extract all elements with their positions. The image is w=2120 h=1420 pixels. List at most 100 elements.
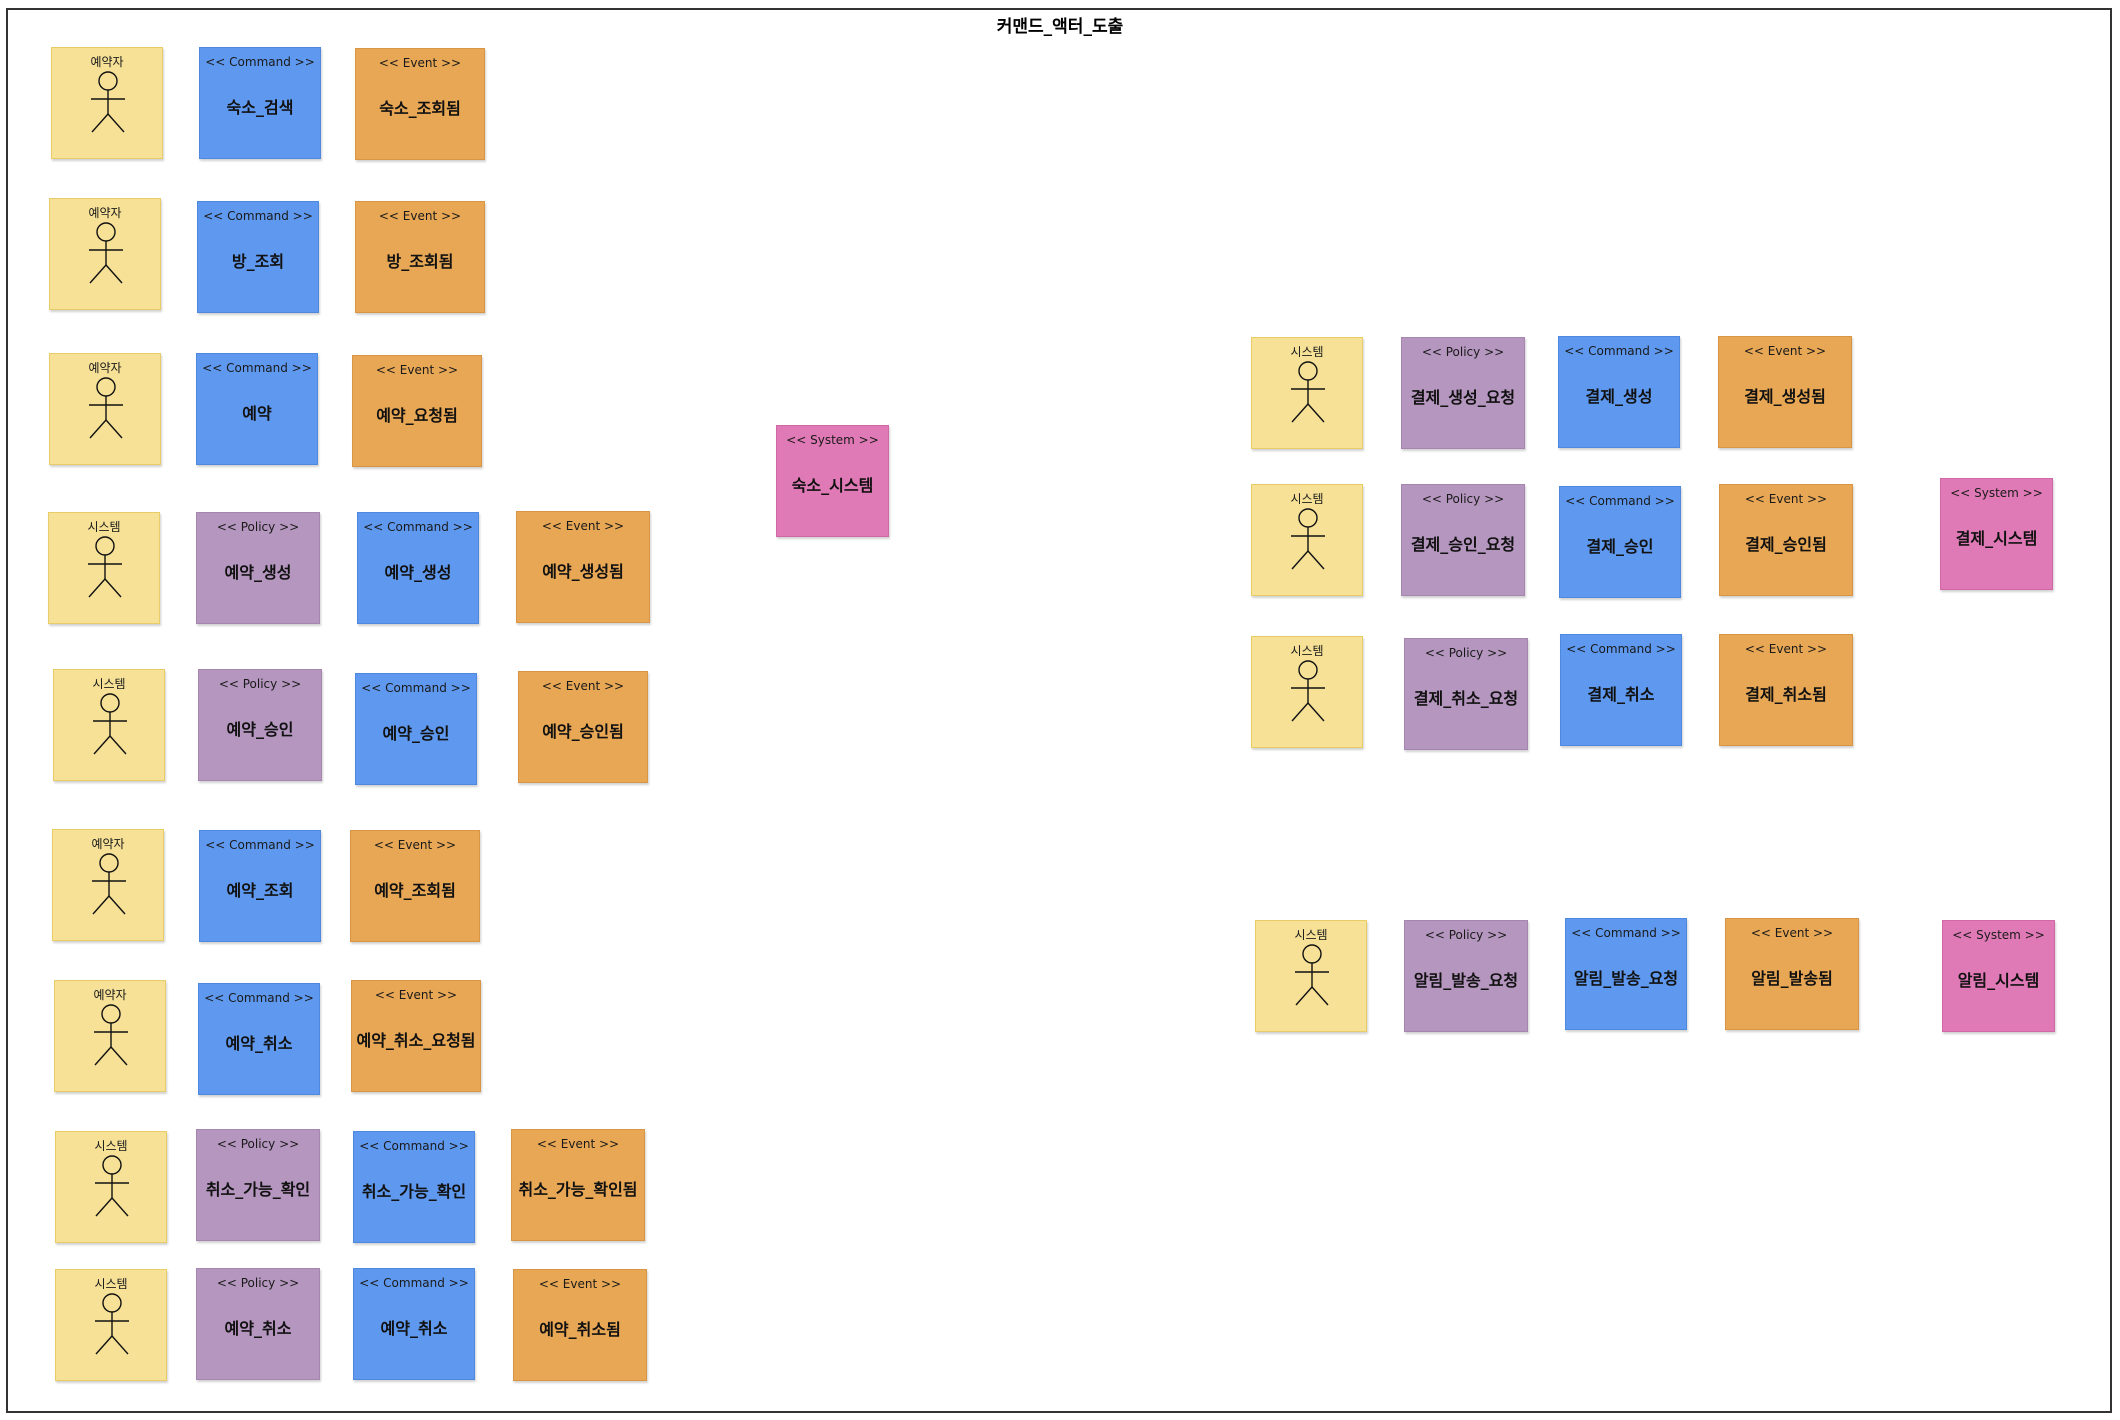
actor-sticky[interactable]: 시스템 [1251,484,1363,596]
actor-stick-figure-icon [1291,361,1325,423]
actor-sticky[interactable]: 시스템 [1255,920,1367,1032]
event-sticky[interactable]: << Event >>예약_생성됨 [516,511,650,623]
sticky-stereotype: << Policy >> [1424,646,1508,660]
event-sticky[interactable]: << Event >> 예약_취소_요청됨 [351,980,481,1092]
command-sticky[interactable]: << Command >>예약_조회 [199,830,321,942]
actor-sticky[interactable]: 시스템 [55,1269,167,1381]
policy-sticky[interactable]: << Policy >> 예약_취소 [196,1268,320,1380]
sticky-name: 방_조회됨 [386,252,454,271]
actor-sticky[interactable]: 예약자 [49,353,161,465]
sticky-stereotype: << Event >> [375,363,459,377]
actor-sticky[interactable]: 시스템 [1251,337,1363,449]
sticky-stereotype: << Policy >> [216,1276,300,1290]
actor-role-label: 시스템 [94,1277,128,1291]
sticky-name: 결제_승인 [1586,537,1654,556]
command-sticky[interactable]: << Command >>알림_발송_요청 [1565,918,1687,1030]
event-sticky[interactable]: << Event >>예약_조회됨 [350,830,480,942]
sticky-stereotype: << Command >> [1571,926,1681,940]
event-sticky[interactable]: << Event >>예약_요청됨 [352,355,482,467]
sticky-stereotype: << Command >> [1564,344,1674,358]
sticky-stereotype: << System >> [786,433,879,447]
policy-sticky[interactable]: << Policy >>결제_취소_요청 [1404,638,1528,750]
actor-role-label: 시스템 [1294,928,1328,942]
event-sticky[interactable]: << Event >>결제_승인됨 [1719,484,1853,596]
actor-sticky[interactable]: 시스템 [1251,636,1363,748]
sticky-name: 취소_가능_확인 [205,1180,311,1199]
policy-sticky[interactable]: << Policy >>결제_승인_요청 [1401,484,1525,596]
event-sticky[interactable]: << Event >> 숙소_조회됨 [355,48,485,160]
actor-role-label: 시스템 [1290,492,1324,506]
sticky-name: 예약_취소 [225,1034,293,1053]
sticky-stereotype: << Event >> [378,56,462,70]
actor-sticky[interactable]: 예약자 [51,47,163,159]
system-sticky[interactable]: << System >>결제_시스템 [1940,478,2053,590]
board-title: 커맨드_액터_도출 [996,17,1124,37]
actor-stick-figure-icon [94,1004,128,1066]
actor-stick-figure-icon [89,222,123,284]
actor-role-label: 예약자 [90,55,124,69]
command-sticky[interactable]: << Command >>예약_취소 [198,983,320,1095]
command-sticky[interactable]: << Command >>예약_생성 [357,512,479,624]
sticky-name: 숙소_검색 [226,98,294,117]
event-sticky[interactable]: << Event >>결제_취소됨 [1719,634,1853,746]
actor-sticky[interactable]: 시스템 [55,1131,167,1243]
sticky-name: 예약_생성 [384,563,452,582]
sticky-stereotype: << Event >> [378,209,462,223]
actor-stick-figure-icon [1291,660,1325,722]
command-sticky[interactable]: << Command >>방_조회 [197,201,319,313]
sticky-name: 숙소_시스템 [791,476,874,495]
sticky-stereotype: << Command >> [205,838,315,852]
sticky-name: 알림_발송됨 [1751,969,1833,988]
sticky-stereotype: << System >> [1950,486,2043,500]
sticky-stereotype: << Event >> [1743,344,1827,358]
policy-sticky[interactable]: << Policy >>알림_발송_요청 [1404,920,1528,1032]
policy-sticky[interactable]: << Policy >>예약_승인 [198,669,322,781]
event-sticky[interactable]: << Event >>알림_발송됨 [1725,918,1859,1030]
command-sticky[interactable]: << Command >>예약_취소 [353,1268,475,1380]
sticky-name: 예약_승인됨 [542,722,624,741]
policy-sticky[interactable]: << Policy >>취소_가능_확인 [196,1129,320,1241]
sticky-stereotype: << Policy >> [218,677,302,691]
actor-sticky[interactable]: 예약자 [49,198,161,310]
sticky-stereotype: << Policy >> [1421,492,1505,506]
sticky-stereotype: << Policy >> [1421,345,1505,359]
sticky-name: 결제_생성_요청 [1410,388,1516,407]
command-sticky[interactable]: << Command >>결제_취소 [1560,634,1682,746]
actor-stick-figure-icon [92,853,126,915]
event-sticky[interactable]: << Event >>예약_취소됨 [513,1269,647,1381]
sticky-stereotype: << Event >> [1744,492,1828,506]
event-sticky[interactable]: << Event >> 결제_생성됨 [1718,336,1852,448]
actor-role-label: 예약자 [88,206,122,220]
sticky-stereotype: << Command >> [1566,642,1676,656]
system-sticky[interactable]: << System >> 숙소_시스템 [776,425,889,537]
sticky-name: 예약_취소_요청됨 [356,1031,476,1050]
sticky-stereotype: << Event >> [374,988,458,1002]
actor-sticky[interactable]: 시스템 [53,669,165,781]
event-sticky[interactable]: << Event >>예약_승인됨 [518,671,648,783]
actor-sticky[interactable]: 시스템 [48,512,160,624]
command-sticky[interactable]: << Command >>결제_승인 [1559,486,1681,598]
actor-stick-figure-icon [1295,944,1329,1006]
policy-sticky[interactable]: << Policy >> 결제_생성_요청 [1401,337,1525,449]
actor-stick-figure-icon [93,693,127,755]
command-sticky[interactable]: << Command >>결제_생성 [1558,336,1680,448]
event-sticky[interactable]: << Event >> 방_조회됨 [355,201,485,313]
sticky-name: 결제_생성됨 [1744,387,1826,406]
command-sticky[interactable]: << Command >>예약 [196,353,318,465]
command-sticky[interactable]: << Command >>취소_가능_확인 [353,1131,475,1243]
sticky-name: 예약_생성됨 [542,562,624,581]
actor-stick-figure-icon [88,536,122,598]
sticky-name: 숙소_조회됨 [379,99,461,118]
sticky-stereotype: << Command >> [359,1276,469,1290]
sticky-name: 예약_취소 [224,1319,292,1338]
sticky-stereotype: << Policy >> [1424,928,1508,942]
actor-stick-figure-icon [95,1293,129,1355]
actor-sticky[interactable]: 예약자 [52,829,164,941]
event-sticky[interactable]: << Event >>취소_가능_확인됨 [511,1129,645,1241]
actor-sticky[interactable]: 예약자 [54,980,166,1092]
command-sticky[interactable]: << Command >>예약_승인 [355,673,477,785]
system-sticky[interactable]: << System >>알림_시스템 [1942,920,2055,1032]
sticky-name: 예약_생성 [224,563,292,582]
policy-sticky[interactable]: << Policy >>예약_생성 [196,512,320,624]
command-sticky[interactable]: << Command >>숙소_검색 [199,47,321,159]
